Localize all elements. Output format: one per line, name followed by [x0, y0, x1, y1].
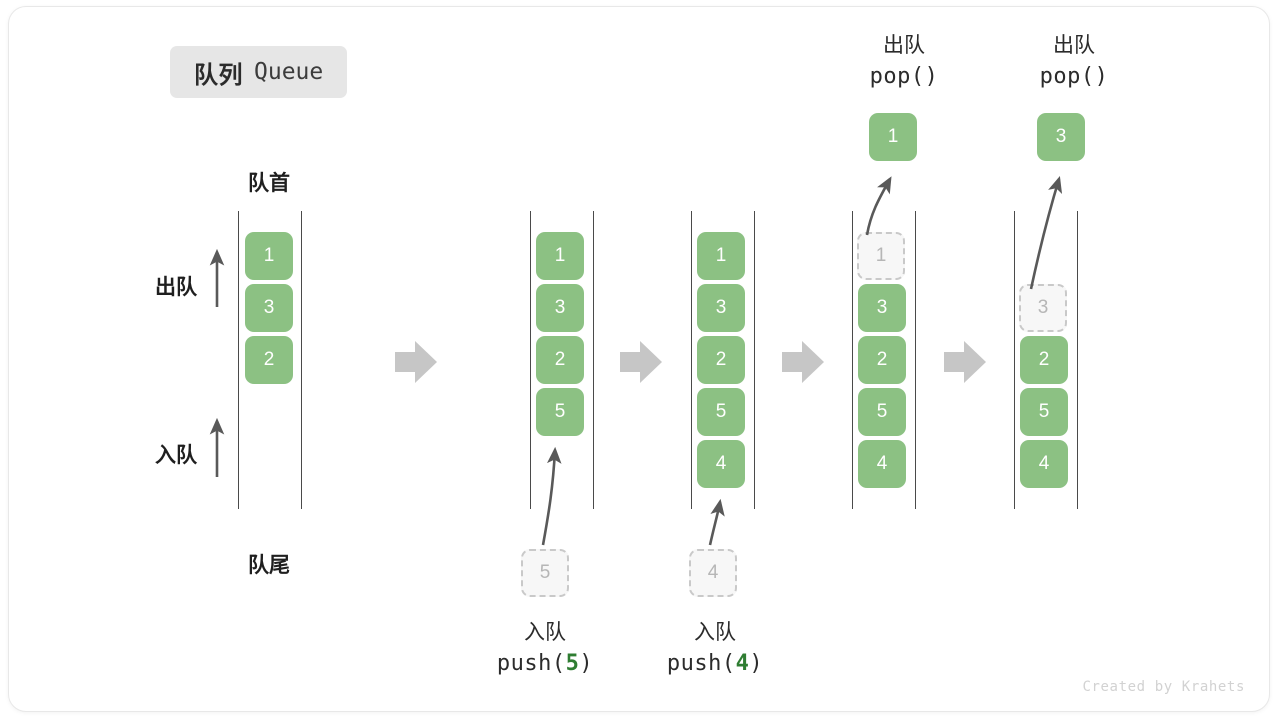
- diagram-title-en: Queue: [254, 59, 324, 85]
- arrow-overlay: [209, 176, 1063, 546]
- queue-rails-pop-1: [852, 211, 916, 509]
- queue-cell: 2: [536, 336, 584, 384]
- enqueue-direction-label: 入队: [155, 444, 197, 467]
- queue-cell-new: 5: [536, 388, 584, 436]
- queue-rails-push-5: [530, 211, 594, 509]
- rail-left: [530, 211, 531, 509]
- queue-cell: 2: [697, 336, 745, 384]
- panel-caption-cn: 入队: [694, 621, 736, 644]
- rail-left: [1014, 211, 1015, 509]
- rail-right: [301, 211, 302, 509]
- code-prefix: push(: [666, 650, 736, 676]
- rear-label: 队尾: [248, 554, 290, 577]
- panel-caption-cn: 入队: [524, 621, 566, 644]
- panel-caption-code: push(4): [605, 648, 825, 679]
- incoming-ghost-cell: 4: [689, 549, 737, 597]
- queue-cell: 1: [245, 232, 293, 280]
- queue-cell: 1: [536, 232, 584, 280]
- rail-left: [691, 211, 692, 509]
- queue-cell-removed: 3: [1019, 284, 1067, 332]
- queue-cell: 3: [697, 284, 745, 332]
- step-arrow: [944, 341, 986, 383]
- queue-cell: 3: [245, 284, 293, 332]
- panel-header-code: pop(): [1039, 63, 1109, 89]
- step-arrow: [782, 341, 824, 383]
- rail-left: [852, 211, 853, 509]
- diagram-title-cn: 队列: [194, 61, 243, 89]
- panel-header-cn: 出队: [1053, 34, 1095, 57]
- panel-header-code: pop(): [869, 63, 939, 89]
- queue-cell-removed: 1: [857, 232, 905, 280]
- code-arg: 5: [565, 650, 580, 676]
- code-suffix: ): [749, 650, 764, 676]
- queue-cell: 2: [858, 336, 906, 384]
- queue-cell: 4: [1020, 440, 1068, 488]
- queue-rails-initial: [238, 211, 302, 509]
- queue-cell: 3: [536, 284, 584, 332]
- rail-right: [1077, 211, 1078, 509]
- panel-header-cn: 出队: [883, 34, 925, 57]
- dequeue-direction-label: 出队: [155, 276, 197, 299]
- incoming-ghost-cell: 5: [521, 549, 569, 597]
- code-prefix: push(: [496, 650, 566, 676]
- rail-right: [915, 211, 916, 509]
- popped-cell: 3: [1037, 113, 1085, 161]
- queue-cell: 1: [697, 232, 745, 280]
- rail-left: [238, 211, 239, 509]
- panel-header-pop-1: 出队 pop(): [794, 31, 1014, 92]
- panel-header-pop-3: 出队 pop(): [964, 31, 1184, 92]
- queue-cell: 5: [1020, 388, 1068, 436]
- queue-rails-pop-3: [1014, 211, 1078, 509]
- queue-cell: 3: [858, 284, 906, 332]
- queue-cell: 2: [1020, 336, 1068, 384]
- diagram-title-chip: 队列 Queue: [170, 46, 348, 98]
- panel-caption-push-4: 入队 push(4): [605, 618, 825, 679]
- panel-caption-push-5: 入队 push(5): [435, 618, 655, 679]
- queue-cell-new: 4: [697, 440, 745, 488]
- queue-cell: 5: [697, 388, 745, 436]
- rail-right: [754, 211, 755, 509]
- queue-cell: 4: [858, 440, 906, 488]
- front-label: 队首: [248, 172, 290, 195]
- diagram-card: 队列 Queue 队首 队尾 出队 入队 1 3 2 1 3 2 5 5 入队 …: [8, 6, 1270, 712]
- queue-cell: 5: [858, 388, 906, 436]
- diagram-stage: 队列 Queue 队首 队尾 出队 入队 1 3 2 1 3 2 5 5 入队 …: [9, 7, 1269, 711]
- popped-cell: 1: [869, 113, 917, 161]
- credit-watermark: Created by Krahets: [1082, 679, 1245, 695]
- panel-caption-code: push(5): [435, 648, 655, 679]
- rail-right: [593, 211, 594, 509]
- step-arrow: [620, 341, 662, 383]
- queue-rails-push-4: [691, 211, 755, 509]
- code-suffix: ): [579, 650, 594, 676]
- code-arg: 4: [735, 650, 750, 676]
- queue-cell: 2: [245, 336, 293, 384]
- step-arrow: [395, 341, 437, 383]
